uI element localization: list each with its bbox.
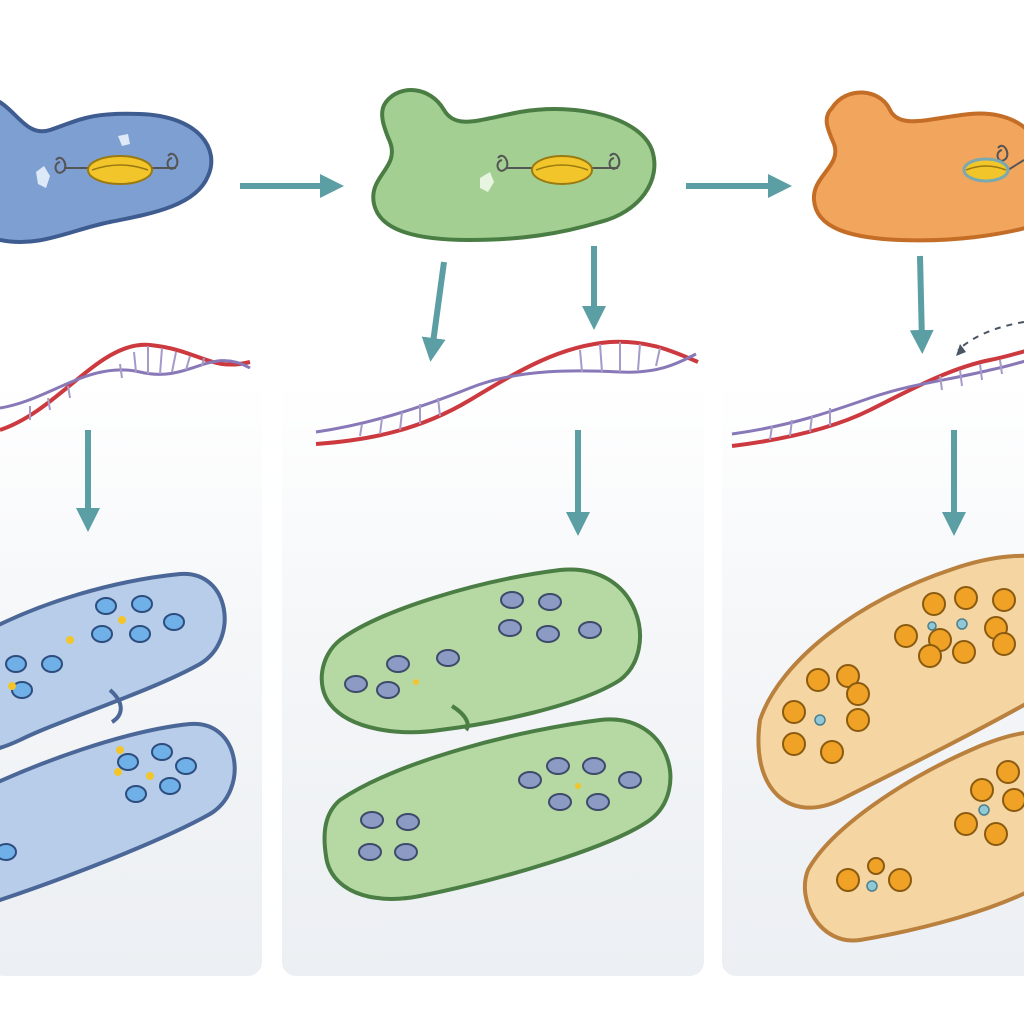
column-orange bbox=[731, 90, 1024, 943]
protein-blob-icon bbox=[371, 88, 657, 243]
enzyme-icon bbox=[962, 144, 1024, 183]
bacterium-cell-icon bbox=[756, 553, 1024, 943]
bacterium-cell-icon bbox=[0, 571, 237, 903]
highlight bbox=[480, 172, 494, 192]
column-green bbox=[315, 88, 792, 901]
dashed-arrowhead bbox=[956, 344, 966, 356]
enzyme-icon bbox=[496, 152, 621, 185]
bacterium-cell-icon bbox=[319, 567, 673, 901]
arrow-down-icon bbox=[421, 261, 447, 362]
enzyme-icon bbox=[54, 152, 179, 185]
dna-helix-icon bbox=[731, 349, 1024, 448]
dna-helix-icon bbox=[315, 339, 699, 446]
highlight bbox=[118, 134, 130, 146]
column-blue bbox=[0, 100, 344, 903]
dna-helix-icon bbox=[0, 342, 251, 432]
highlight bbox=[36, 166, 50, 188]
arrow-down-icon bbox=[909, 255, 934, 354]
protein-blob-icon bbox=[811, 90, 1024, 243]
dashed-arrow-icon bbox=[957, 321, 1024, 351]
